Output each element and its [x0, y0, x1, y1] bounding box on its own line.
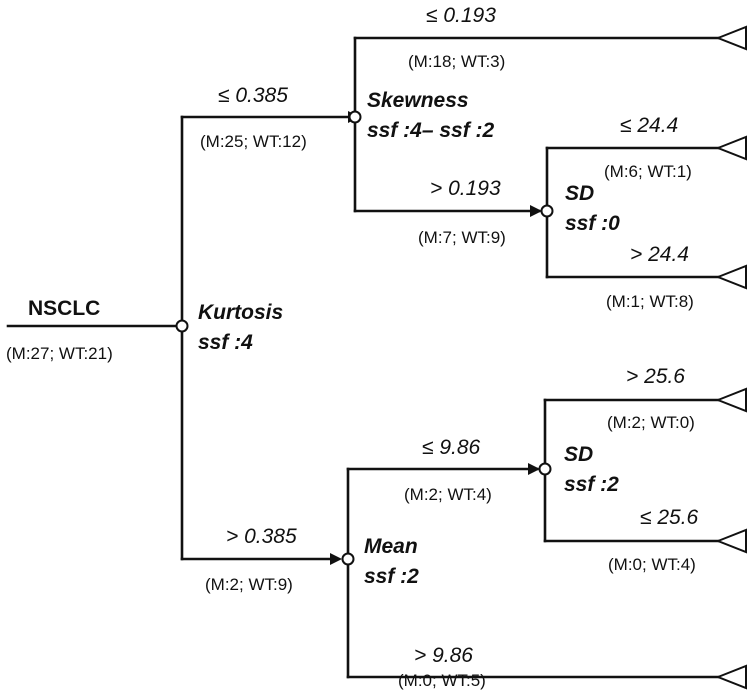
- sd-upper-node-label: SD ssf :0: [565, 179, 620, 239]
- branch-counts: (M:2; WT:0): [607, 413, 695, 432]
- node-feature: Mean: [364, 535, 418, 558]
- branch-condition: ≤ 9.86: [422, 436, 481, 459]
- branch-counts: (M:0; WT:4): [608, 555, 696, 574]
- mean-node-label: Mean ssf :2: [364, 532, 419, 592]
- branch-counts: (M:18; WT:3): [408, 52, 506, 71]
- branch-counts: (M:0; WT:5): [398, 671, 486, 690]
- mean-node-circle: [341, 552, 355, 566]
- root-counts: (M:27; WT:21): [6, 344, 113, 363]
- branch-condition: ≤ 0.193: [426, 4, 496, 27]
- node-ssf: ssf :4: [198, 331, 253, 354]
- sd-lower-node-label: SD ssf :2: [564, 440, 619, 500]
- skewness-node-circle: [348, 110, 362, 124]
- branch-condition: > 9.86: [414, 644, 473, 667]
- node-ssf: ssf :2: [364, 565, 419, 588]
- node-feature: SD: [564, 443, 594, 466]
- branch-condition: > 0.385: [226, 525, 297, 548]
- node-feature: Kurtosis: [198, 301, 284, 324]
- arrowhead: [530, 205, 542, 217]
- arrowhead: [330, 553, 342, 565]
- node-ssf: ssf :4– ssf :2: [367, 119, 495, 142]
- arrowhead: [528, 463, 540, 475]
- branch-condition: > 0.193: [430, 177, 501, 200]
- kurtosis-node-label: Kurtosis ssf :4: [198, 298, 283, 358]
- leaf-triangle: [715, 664, 747, 690]
- branch-counts: (M:2; WT:9): [205, 575, 293, 594]
- branch-counts: (M:7; WT:9): [418, 228, 506, 247]
- branch-condition: > 25.6: [626, 365, 685, 388]
- branch-condition: ≤ 0.385: [218, 84, 288, 107]
- branch-condition: > 24.4: [630, 243, 689, 266]
- branch-counts: (M:6; WT:1): [604, 162, 692, 181]
- branch-condition: ≤ 24.4: [620, 114, 679, 137]
- kurtosis-node-circle: [175, 319, 189, 333]
- branch-counts: (M:2; WT:4): [404, 485, 492, 504]
- leaf-triangle: [715, 264, 747, 290]
- branch-condition: ≤ 25.6: [640, 506, 699, 529]
- leaf-triangle: [715, 25, 747, 51]
- sd-upper-node-circle: [540, 204, 554, 218]
- node-feature: SD: [565, 182, 595, 205]
- node-feature: Skewness: [367, 89, 469, 112]
- leaf-triangle: [715, 135, 747, 161]
- branch-counts: (M:25; WT:12): [200, 132, 307, 151]
- skewness-node-label: Skewness ssf :4– ssf :2: [367, 86, 494, 146]
- node-ssf: ssf :2: [564, 473, 619, 496]
- root-label: NSCLC: [28, 297, 101, 320]
- branch-counts: (M:1; WT:8): [606, 292, 694, 311]
- node-ssf: ssf :0: [565, 212, 620, 235]
- leaf-triangle: [715, 528, 747, 554]
- sd-lower-node-circle: [538, 462, 552, 476]
- leaf-triangle: [715, 387, 747, 413]
